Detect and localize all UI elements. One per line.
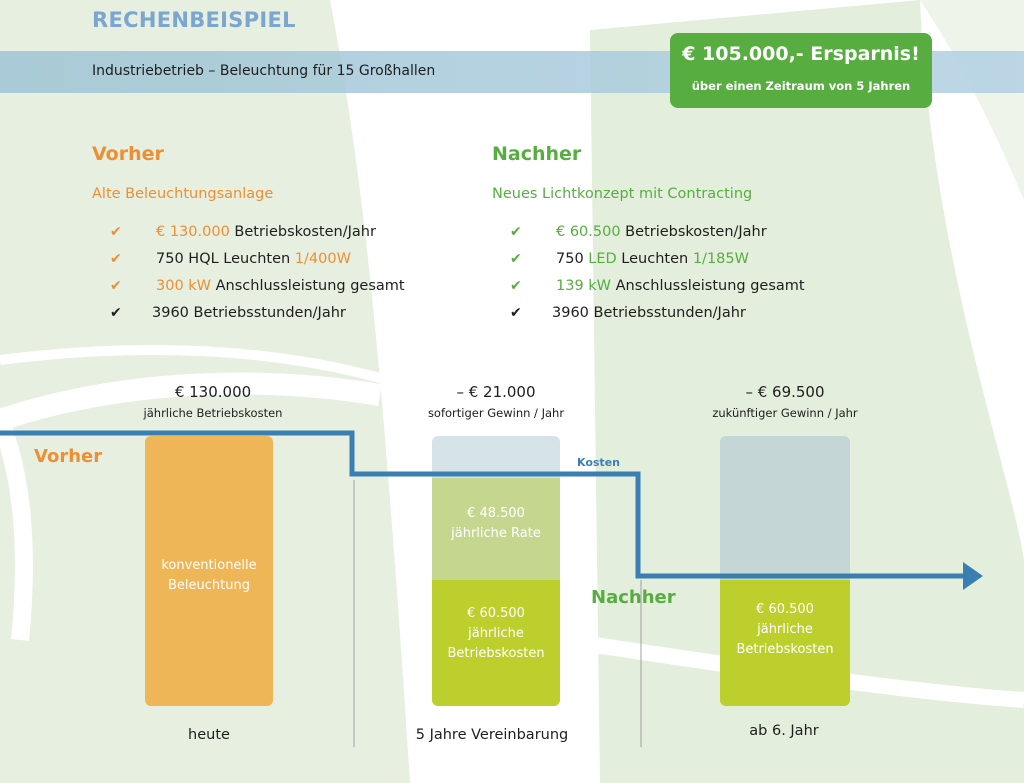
vorher-subheading: Alte Beleuchtungsanlage: [92, 186, 274, 202]
bar-konventionell: konventionelle Beleuchtung: [145, 436, 273, 706]
check-icon: ✔: [510, 305, 522, 321]
column-3-caption: zukünftiger Gewinn / Jahr: [712, 406, 858, 420]
page-subtitle: Industriebetrieb – Beleuchtung für 15 Gr…: [92, 63, 436, 79]
savings-badge: € 105.000,- Ersparnis! über einen Zeitra…: [670, 33, 932, 108]
column-3-value: – € 69.500: [745, 383, 825, 401]
chart-label-kosten: Kosten: [577, 456, 620, 469]
list-item-text: € 130.000 Betriebskosten/Jahr: [156, 224, 376, 240]
bar-segment-betriebskosten: € 60.500 jährliche Betriebskosten: [432, 580, 560, 706]
cost-line: [0, 430, 965, 579]
list-item-text: € 60.500 Betriebskosten/Jahr: [556, 224, 767, 240]
check-icon: ✔: [510, 224, 522, 240]
bar-contracting: € 48.500 jährliche Rate € 60.500 jährlic…: [432, 436, 560, 706]
check-icon: ✔: [510, 251, 522, 267]
list-item: ✔ 3960 Betriebsstunden/Jahr: [510, 305, 910, 321]
list-item: ✔ 750 LED Leuchten 1/185W: [510, 251, 910, 267]
bar-label: konventionelle Beleuchtung: [161, 558, 257, 593]
column-2-caption: sofortiger Gewinn / Jahr: [427, 406, 565, 420]
check-icon: ✔: [110, 305, 122, 321]
nachher-heading: Nachher: [492, 143, 582, 165]
column-1-caption: jährliche Betriebskosten: [143, 406, 283, 420]
list-item-text: 300 kW Anschlussleistung gesamt: [156, 278, 405, 294]
list-item: ✔ 300 kW Anschlussleistung gesamt: [110, 278, 510, 294]
column-3-period: ab 6. Jahr: [749, 723, 819, 739]
check-icon: ✔: [110, 224, 122, 240]
column-2-period: 5 Jahre Vereinbarung: [415, 727, 569, 743]
nachher-subheading: Neues Lichtkonzept mit Contracting: [492, 186, 753, 202]
list-item-text: 750 HQL Leuchten 1/400W: [156, 251, 351, 267]
list-item: ✔ 3960 Betriebsstunden/Jahr: [110, 305, 510, 321]
list-item: ✔ 139 kW Anschlussleistung gesamt: [510, 278, 910, 294]
bar-segment-rate: € 48.500 jährliche Rate: [432, 478, 560, 580]
column-1-period: heute: [188, 727, 230, 743]
arrow-right-icon: [963, 562, 983, 590]
bar-label: € 60.500 jährliche Betriebskosten: [736, 602, 834, 657]
list-item-text: 139 kW Anschlussleistung gesamt: [556, 278, 805, 294]
bar-segment-gewinn: [720, 436, 850, 580]
check-icon: ✔: [110, 278, 122, 294]
list-item: ✔ 750 HQL Leuchten 1/400W: [110, 251, 510, 267]
savings-headline: € 105.000,- Ersparnis!: [682, 43, 920, 65]
list-item: ✔ € 60.500 Betriebskosten/Jahr: [510, 224, 910, 240]
bar-segment-betriebskosten: € 60.500 jährliche Betriebskosten: [720, 580, 850, 706]
check-icon: ✔: [510, 278, 522, 294]
list-item-text: 3960 Betriebsstunden/Jahr: [152, 305, 346, 321]
vorher-heading: Vorher: [92, 143, 164, 165]
savings-period: über einen Zeitraum von 5 Jahren: [691, 79, 911, 93]
column-1-value: € 130.000: [174, 383, 252, 401]
bar-label: € 60.500 jährliche Betriebskosten: [447, 606, 545, 661]
bar-zukunft: € 60.500 jährliche Betriebskosten: [720, 436, 850, 706]
bar-segment-gewinn: [432, 436, 560, 478]
list-item-text: 3960 Betriebsstunden/Jahr: [552, 305, 746, 321]
chart-label-nachher: Nachher: [591, 587, 676, 608]
page-title: RECHENBEISPIEL: [92, 8, 296, 32]
column-2-value: – € 21.000: [456, 383, 536, 401]
check-icon: ✔: [110, 251, 122, 267]
chart-label-vorher: Vorher: [34, 446, 103, 467]
list-item-text: 750 LED Leuchten 1/185W: [556, 251, 749, 267]
list-item: ✔ € 130.000 Betriebskosten/Jahr: [110, 224, 510, 240]
bar-label: € 48.500 jährliche Rate: [451, 506, 541, 541]
